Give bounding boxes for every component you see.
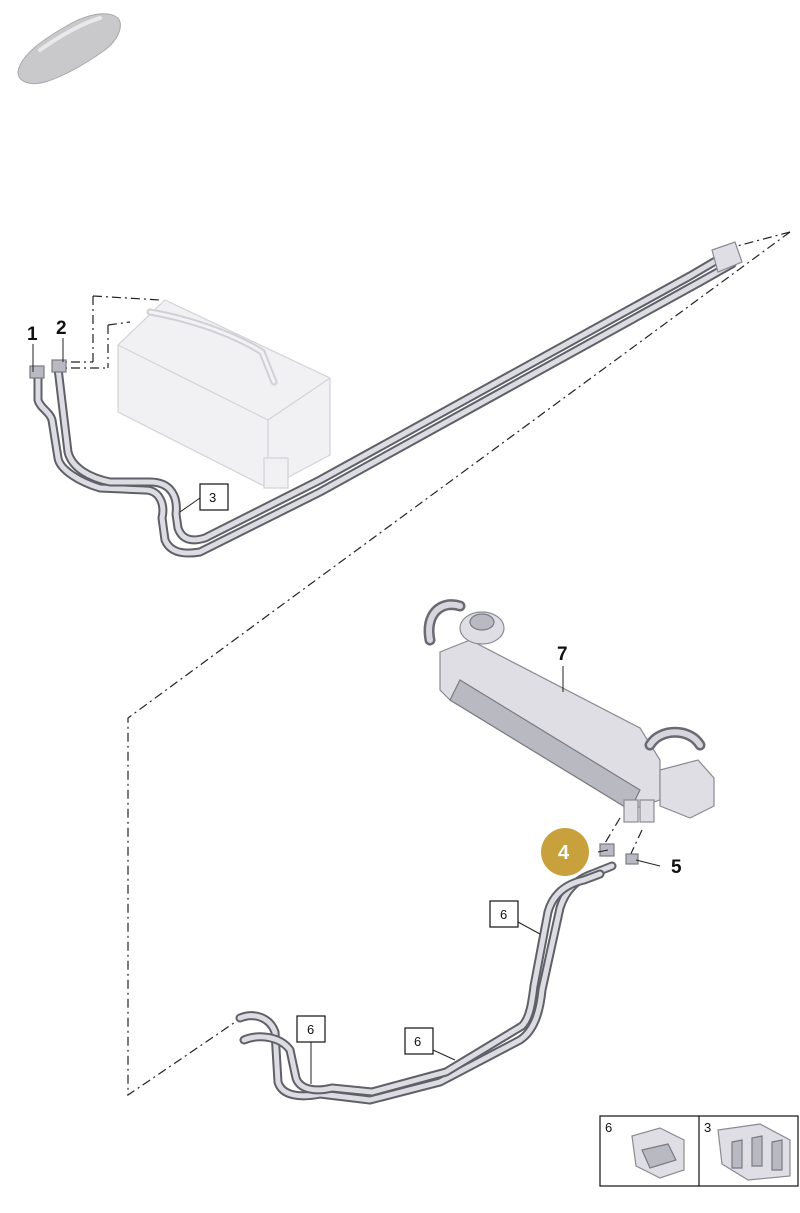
callout-6b: 6 — [307, 1022, 314, 1037]
legend-label-3: 3 — [704, 1120, 711, 1135]
lower-coolant-pipes — [235, 861, 617, 1105]
callout-box-3 — [199, 483, 229, 511]
callout-2: 2 — [56, 318, 67, 339]
vehicle-thumbnail-icon — [17, 13, 121, 85]
callout-6c: 6 — [414, 1034, 421, 1049]
clip-legend: 6 3 — [599, 1115, 799, 1187]
callout-6a: 6 — [500, 907, 507, 922]
callout-1: 1 — [27, 324, 38, 345]
pump-rail-assembly — [423, 599, 715, 823]
legend-label-6: 6 — [605, 1120, 612, 1135]
clip-6-icon — [631, 1127, 685, 1179]
callout-3: 3 — [209, 490, 216, 505]
callout-box-6c — [404, 1027, 434, 1055]
callout-box-6b — [296, 1015, 326, 1043]
highlight-callout-4[interactable] — [541, 828, 589, 876]
callout-4[interactable]: 4 — [558, 842, 570, 864]
connector-parts — [599, 843, 639, 865]
callout-7: 7 — [557, 644, 568, 665]
callout-5: 5 — [671, 857, 682, 878]
leader-lines — [32, 338, 661, 1084]
callout-box-6a — [489, 900, 519, 928]
battery-unit — [117, 299, 331, 489]
upper-coolant-pipes — [29, 241, 743, 558]
clip-3-icon — [717, 1123, 791, 1181]
